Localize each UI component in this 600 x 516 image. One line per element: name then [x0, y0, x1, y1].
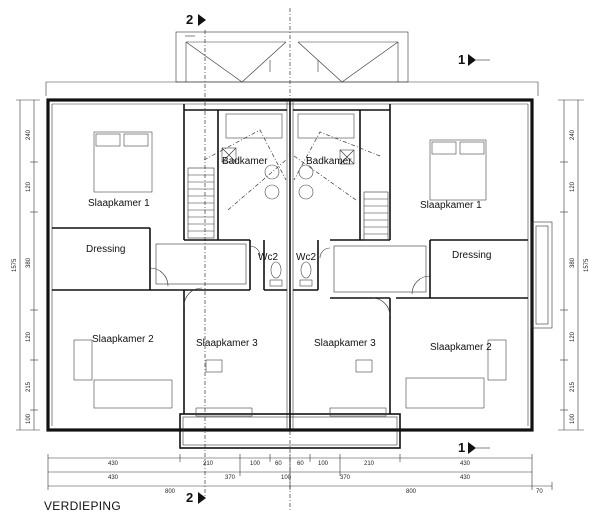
front-recess [179, 413, 401, 449]
right-dimension-lines [558, 99, 584, 431]
section-label: 1 [458, 52, 465, 67]
room-label-right-slaapkamer1: Slaapkamer 1 [420, 200, 482, 211]
dims-row1: 430 210 100 60 60 100 210 430 [108, 461, 471, 467]
dim-label: 380 [570, 257, 576, 268]
left-dimension-lines [16, 99, 40, 431]
dim-label: 370 [225, 475, 236, 481]
bottom-dimension-lines [47, 454, 553, 490]
dim-label: 370 [340, 475, 351, 481]
dim-label: 800 [406, 489, 417, 495]
section-label: 2 [186, 490, 193, 505]
balcony [531, 221, 553, 329]
dim-label: 430 [108, 475, 119, 481]
outer-walls [46, 98, 534, 432]
dim-label: 70 [536, 489, 543, 495]
dim-label: 210 [364, 461, 375, 467]
dims-left: 240 120 380 120 215 100 1575 [12, 129, 32, 424]
room-label-right-slaapkamer2: Slaapkamer 2 [430, 342, 492, 353]
section-marker-top-right: 1 [458, 52, 490, 67]
right-unit-walls [293, 104, 528, 417]
dim-label: 210 [203, 461, 214, 467]
dim-label: 60 [275, 461, 282, 467]
left-unit-walls [52, 104, 287, 417]
dim-label: 1575 [12, 258, 18, 272]
dim-label: 240 [570, 129, 576, 140]
section-marker-bottom-right: 1 [458, 440, 490, 455]
room-label-left-slaapkamer1: Slaapkamer 1 [88, 198, 150, 209]
dim-label: 120 [570, 181, 576, 192]
dim-label: 430 [108, 461, 119, 467]
dims-right: 240 120 380 120 215 100 1575 [570, 129, 590, 424]
dim-label: 1575 [584, 258, 590, 272]
dim-label: 100 [570, 413, 576, 424]
section-label: 2 [186, 12, 193, 27]
dim-label: 100 [26, 413, 32, 424]
section-marker-bottom-left: 2 [186, 490, 206, 505]
room-label-right-wc: Wc2 [296, 252, 316, 263]
dim-label: 240 [26, 129, 32, 140]
room-label-right-dressing: Dressing [452, 250, 491, 261]
dim-label: 430 [460, 475, 471, 481]
dims-row3: 800 800 70 [165, 489, 543, 495]
dims-row2: 430 370 100 370 430 [108, 475, 471, 481]
room-label-right-badkamer: Badkamer [306, 156, 352, 167]
room-label-left-slaapkamer2: Slaapkamer 2 [92, 334, 154, 345]
dim-label: 380 [26, 257, 32, 268]
room-label-left-slaapkamer3: Slaapkamer 3 [196, 338, 258, 349]
room-label-right-slaapkamer3: Slaapkamer 3 [314, 338, 376, 349]
section-marker-top-left: 2 [186, 12, 206, 27]
dim-label: 60 [297, 461, 304, 467]
drawing-title: VERDIEPING [44, 499, 121, 513]
dim-label: 100 [281, 475, 292, 481]
dim-label: 215 [570, 381, 576, 392]
dim-label: 215 [26, 381, 32, 392]
dim-label: 120 [26, 181, 32, 192]
section-label: 1 [458, 440, 465, 455]
dim-label: 100 [318, 461, 329, 467]
room-label-left-wc: Wc2 [258, 252, 278, 263]
room-label-left-badkamer: Badkamer [222, 156, 268, 167]
dim-label: 430 [460, 461, 471, 467]
dim-label: 800 [165, 489, 176, 495]
dim-label: 120 [26, 331, 32, 342]
dim-label: 100 [250, 461, 261, 467]
roof-outline [45, 31, 539, 96]
dim-label: 120 [570, 331, 576, 342]
room-label-left-dressing: Dressing [86, 244, 125, 255]
